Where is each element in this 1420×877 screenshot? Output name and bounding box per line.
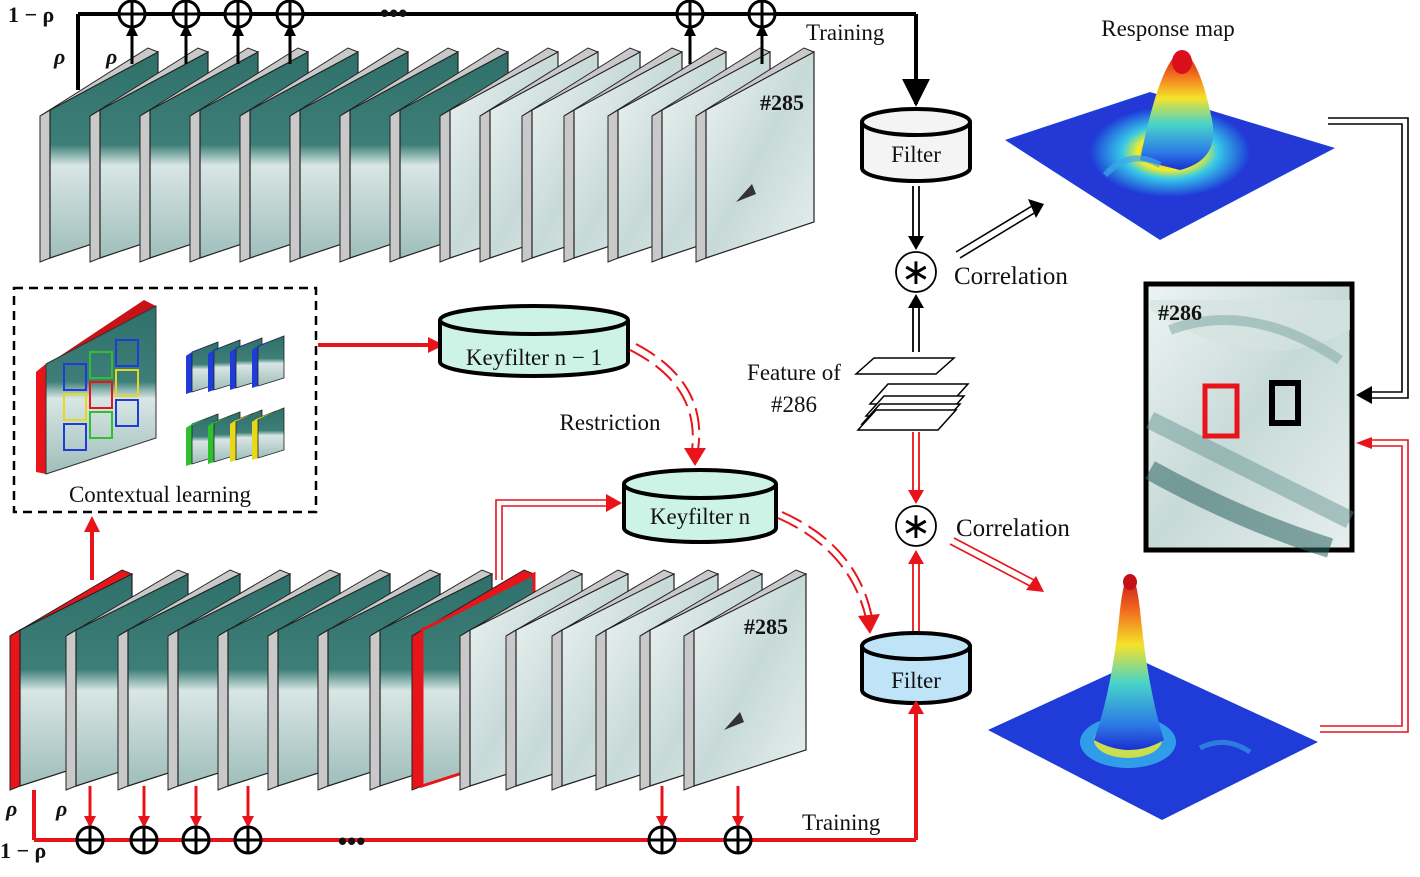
filter-bottom-to-correlation [908, 550, 924, 636]
result-red-box [1202, 383, 1240, 439]
sum-node [75, 825, 105, 855]
filter-bottom: Filter [860, 631, 972, 705]
restriction-arrow [629, 343, 706, 466]
filter-bottom-label: Filter [891, 668, 941, 693]
correlation-bottom-node: ∗ [895, 505, 937, 547]
keyfilter-current-label: Keyfilter n [650, 504, 751, 529]
rho-top-a: ρ [53, 44, 65, 69]
sum-node [129, 825, 159, 855]
result-black-box [1269, 380, 1301, 426]
one-minus-rho-bottom: 1 − ρ [0, 838, 46, 863]
bottom-frame-number: #285 [744, 614, 788, 639]
context-to-keyfilter-arrow [318, 337, 444, 353]
correlation-top-to-map-arrow [955, 199, 1044, 259]
result-frame-number: #286 [1158, 300, 1202, 325]
keyfilter-prev-label: Keyfilter n − 1 [466, 345, 602, 370]
bottom-frame-stack [9, 569, 808, 791]
feature-to-correlation-bottom [908, 432, 924, 504]
correlation-bottom-to-map-arrow [949, 537, 1044, 592]
sum-node [233, 825, 263, 855]
bottom-plus-nodes [75, 786, 753, 855]
bottom-frame [683, 569, 808, 791]
result-frame: #286 [1143, 281, 1355, 558]
sum-node [171, 0, 201, 29]
ellipsis-bottom: ••• [338, 826, 365, 856]
sum-node [723, 825, 753, 855]
map-top-to-result-arrow [1328, 117, 1409, 404]
sum-node [181, 825, 211, 855]
correlation-label-top: Correlation [954, 263, 1068, 290]
rho-top-b: ρ [105, 44, 117, 69]
map-bottom-to-result-arrow [1320, 437, 1409, 733]
first-frame-to-context-arrow [84, 516, 100, 580]
sum-node [747, 0, 777, 29]
correlation-top-symbol: ∗ [901, 251, 931, 292]
filter-top-to-correlation [908, 186, 924, 250]
keyframe-to-keyfilter-arrow [495, 494, 622, 580]
response-map-label: Response map [1101, 16, 1235, 41]
training-label-bottom: Training [802, 810, 881, 835]
restriction-label: Restriction [560, 410, 661, 435]
rho-bottom-b: ρ [55, 796, 67, 821]
ellipsis-top: ••• [380, 0, 407, 28]
correlation-label-bottom: Correlation [956, 515, 1070, 542]
feature-stack [854, 357, 970, 431]
filter-top-label: Filter [891, 142, 941, 167]
response-map-bottom [988, 574, 1318, 820]
top-frame [695, 47, 816, 263]
feature-label-1: Feature of [747, 360, 841, 385]
training-label-top: Training [806, 20, 885, 45]
rho-bottom-a: ρ [5, 796, 17, 821]
top-accumulation-line [76, 12, 930, 107]
context-sample-frames-blue [186, 335, 285, 394]
contextual-learning-label: Contextual learning [69, 482, 252, 507]
sum-node [647, 825, 677, 855]
one-minus-rho-top: 1 − ρ [8, 2, 54, 27]
feature-label-2: #286 [771, 392, 817, 417]
sum-node [223, 0, 253, 29]
keyfilter-prev: Keyfilter n − 1 [438, 304, 630, 378]
context-sample-frames-green-yellow [186, 407, 285, 466]
keyfilter-to-filter-arrow [777, 511, 880, 634]
feature-to-correlation-top [908, 294, 924, 352]
sum-node [275, 0, 305, 29]
sum-node [117, 0, 147, 29]
keyfilter-current: Keyfilter n [622, 468, 778, 544]
filter-top: Filter [860, 107, 972, 183]
top-frame-stack [39, 47, 816, 263]
correlation-bottom-symbol: ∗ [901, 505, 931, 546]
contextual-learning-box: Contextual learning [12, 286, 318, 514]
response-map-top [1005, 50, 1335, 240]
sum-node [675, 0, 705, 29]
correlation-top-node: ∗ [895, 251, 937, 293]
top-plus-nodes [117, 0, 777, 64]
top-frame-number: #285 [760, 90, 804, 115]
